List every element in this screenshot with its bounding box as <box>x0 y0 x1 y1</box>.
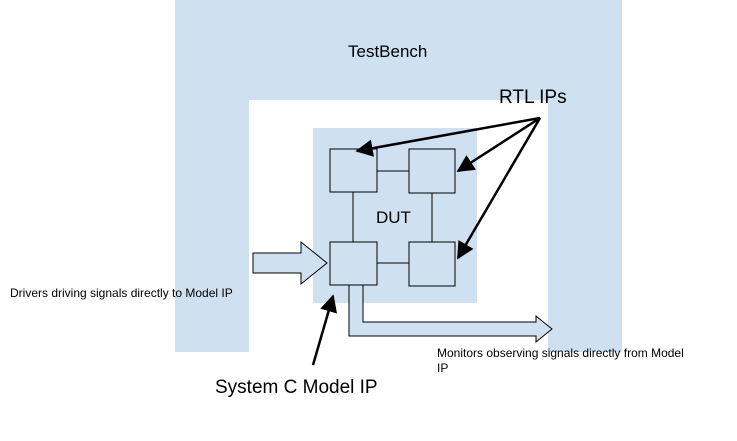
rtl-ip-block-top-right <box>408 148 456 194</box>
model-ip-pointer <box>311 294 338 366</box>
model-ip-label: System C Model IP <box>215 377 378 398</box>
dut-label: DUT <box>376 208 411 227</box>
drivers-label: Drivers driving signals directly to Mode… <box>10 286 233 300</box>
testbench-region <box>175 0 622 352</box>
monitor-arrow <box>348 284 553 344</box>
monitors-label-line1: Monitors observing signals directly from… <box>437 346 684 360</box>
model-ip-block <box>329 241 378 286</box>
block-connections <box>352 170 433 264</box>
testbench-label: TestBench <box>348 42 427 61</box>
rtl-ips-label: RTL IPs <box>499 87 567 108</box>
rtl-ip-pointers <box>355 116 542 260</box>
rtl-ip-block-bottom-right <box>408 241 456 287</box>
rtl-ip-block-top-left <box>329 148 378 193</box>
monitors-label-line2: IP <box>437 361 448 375</box>
driver-arrow <box>252 240 328 286</box>
